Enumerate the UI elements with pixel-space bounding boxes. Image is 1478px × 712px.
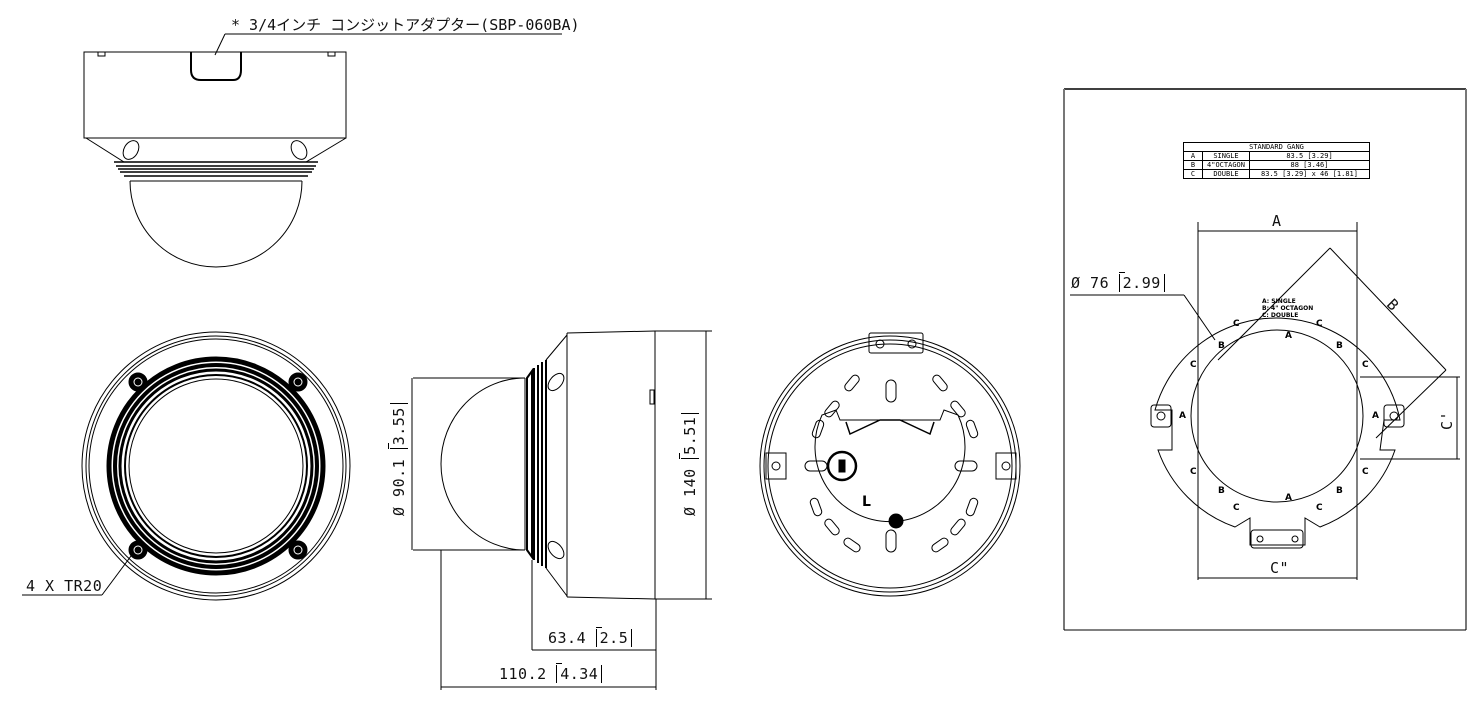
dome-plan-view <box>22 331 351 601</box>
table-row: B 4"OCTAGON 88 [3.46] <box>1183 160 1370 170</box>
hole-tag-C: C <box>1190 467 1197 477</box>
total-height-dimension: 110.2 4.34 <box>499 663 603 683</box>
legend-item: C: DOUBLE <box>1262 312 1299 319</box>
dome-diameter-dimension: Ø 90.1 3.55 <box>390 403 408 516</box>
screw-callout: 4 X TR20 <box>26 577 103 595</box>
depth-dimension: 63.4 2.5 <box>548 627 633 647</box>
conduit-adapter-callout: * 3/4インチ コンジットアダプター(SBP-060BA) <box>231 16 580 34</box>
legend-item: A: SINGLE <box>1262 298 1296 305</box>
dim-inch: 3.55 <box>390 403 408 450</box>
table-row: A SINGLE 83.5 [3.29] <box>1183 151 1370 161</box>
side-marker-L: L <box>862 494 871 510</box>
gang-plate-view <box>1070 222 1460 580</box>
dim-value: Ø 76 <box>1071 274 1110 292</box>
hole-tag-C: C <box>1233 503 1240 513</box>
dim-value: 110.2 <box>499 665 547 683</box>
table-cell: B <box>1183 160 1203 170</box>
table-cell: 83.5 [3.29] x 46 [1.81] <box>1249 169 1370 179</box>
dim-inch: 4.34 <box>556 663 603 683</box>
dimension-C-prime-horizontal-label: C" <box>1270 559 1290 577</box>
screw-icon <box>128 372 308 560</box>
front-elevation-view <box>83 33 562 268</box>
dim-value: Ø 90.1 <box>390 458 408 516</box>
hole-tag-A: A <box>1179 411 1186 421</box>
dim-inch: 2.99 <box>1118 272 1165 292</box>
side-view <box>411 330 712 690</box>
table-cell: 4"OCTAGON <box>1202 160 1250 170</box>
hole-tag-C: C <box>1362 360 1369 370</box>
legend-item: B: 4" OCTAGON <box>1262 305 1314 312</box>
hole-tag-B: B <box>1218 341 1225 351</box>
table-cell: 88 [3.46] <box>1249 160 1370 170</box>
table-title: STANDARD GANG <box>1183 142 1370 152</box>
hole-tag-C: C <box>1233 319 1240 329</box>
hole-tag-C: C <box>1362 467 1369 477</box>
hole-tag-B: B <box>1336 341 1343 351</box>
gang-frame <box>1063 88 1467 631</box>
mount-slot-icons <box>804 374 979 553</box>
hole-diameter-dimension: Ø 76 2.99 <box>1071 272 1165 292</box>
hole-tag-B: B <box>1218 486 1225 496</box>
table-cell: SINGLE <box>1202 151 1250 161</box>
hole-tag-C: C <box>1316 503 1323 513</box>
dim-value: Ø 140 <box>681 468 699 516</box>
body-diameter-dimension: Ø 140 5.51 <box>681 412 699 516</box>
dimension-A-label: A <box>1272 212 1282 230</box>
gang-legend: A: SINGLE B: 4" OCTAGON C: DOUBLE <box>1262 298 1313 319</box>
table-row: C DOUBLE 83.5 [3.29] x 46 [1.81] <box>1183 169 1370 179</box>
standard-gang-table: STANDARD GANG A SINGLE 83.5 [3.29] B 4"O… <box>1183 142 1370 179</box>
hole-tag-C: C <box>1190 360 1197 370</box>
table-cell: A <box>1183 151 1203 161</box>
hole-tag-A: A <box>1285 331 1292 341</box>
dim-value: 63.4 <box>548 629 587 647</box>
dim-inch: 5.51 <box>681 412 699 459</box>
hole-tag-A: A <box>1285 493 1292 503</box>
table-cell: DOUBLE <box>1202 169 1250 179</box>
hole-tag-B: B <box>1336 486 1343 496</box>
hole-tag-C: C <box>1316 319 1323 329</box>
hole-tag-A: A <box>1372 411 1379 421</box>
dim-inch: 2.5 <box>595 627 633 647</box>
dimension-C-prime-vertical-label: C' <box>1438 410 1456 430</box>
table-cell: 83.5 [3.29] <box>1249 151 1370 161</box>
mount-plate-view <box>759 332 1021 597</box>
table-cell: C <box>1183 169 1203 179</box>
